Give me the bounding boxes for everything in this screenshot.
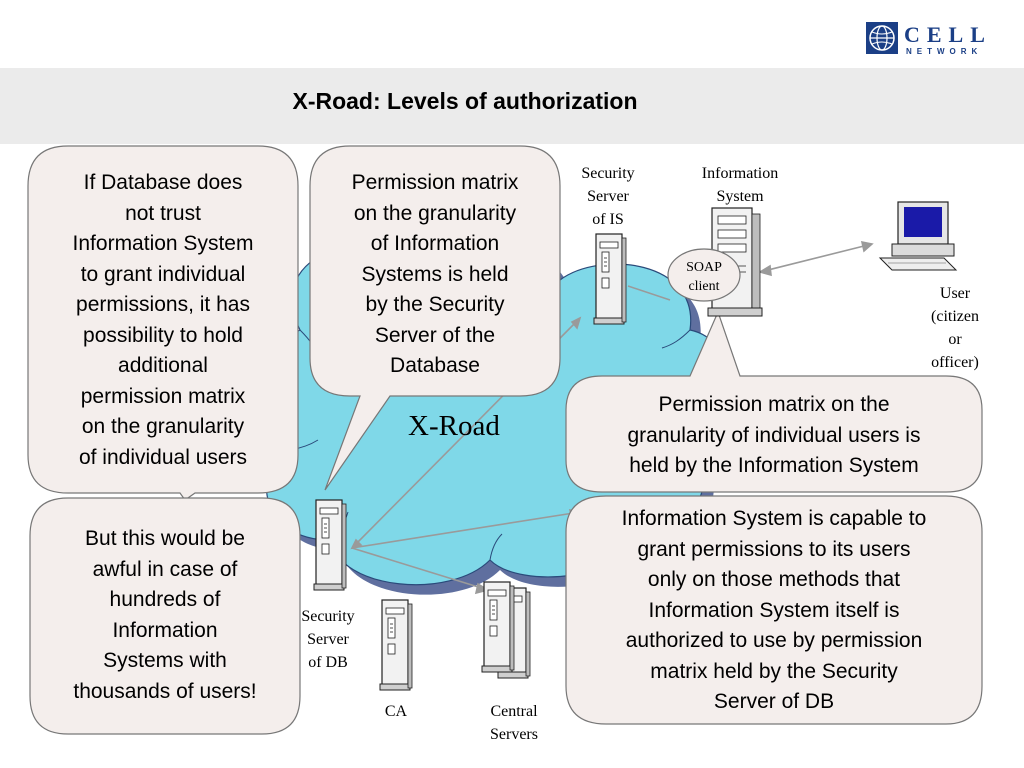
- callout-db-trust-shape: [27, 145, 299, 501]
- cell-network-logo: CELL NETWORK: [866, 22, 1006, 58]
- central-servers-label: Central Servers: [490, 703, 538, 743]
- callout-awful-text: But this would be awful in case of hundr…: [73, 527, 257, 703]
- security-server-is-icon: [593, 233, 627, 325]
- user-computer-icon: [878, 201, 958, 271]
- callout-capable-shape: [565, 495, 983, 725]
- title-band: [0, 68, 1024, 144]
- ca-server-icon: [379, 599, 413, 691]
- callout-matrix-users-shape: [565, 310, 983, 493]
- central-server-front-icon: [481, 581, 515, 673]
- slide-title: X-Road: Levels of authorization: [292, 88, 638, 114]
- callout-matrix-is-text: Permission matrix on the granularity of …: [351, 171, 519, 377]
- callout-matrix-users-text: Permission matrix on the granularity of …: [627, 393, 921, 477]
- callout-awful-shape: [29, 497, 301, 735]
- soap-client-shape: [667, 248, 741, 302]
- callout-matrix-is-shape: [309, 145, 561, 491]
- security-server-is-label: Security Server of IS: [581, 165, 635, 228]
- ca-label: CA: [384, 703, 408, 720]
- logo-word: CELL: [904, 22, 992, 47]
- callout-capable-text: Information System is capable to grant p…: [621, 507, 927, 713]
- callout-db-trust-text: If Database does not trust Information S…: [72, 171, 254, 469]
- globe-icon: [866, 22, 898, 54]
- information-system-label: Information System: [701, 165, 779, 205]
- security-server-db-label: Security Server of DB: [301, 608, 355, 671]
- logo-subword: NETWORK: [906, 47, 983, 56]
- soap-client-label: SOAP client: [686, 260, 722, 294]
- x-road-label: X-Road: [408, 410, 500, 442]
- user-label: User (citizen or officer): [931, 285, 979, 371]
- security-server-db-icon: [313, 499, 347, 591]
